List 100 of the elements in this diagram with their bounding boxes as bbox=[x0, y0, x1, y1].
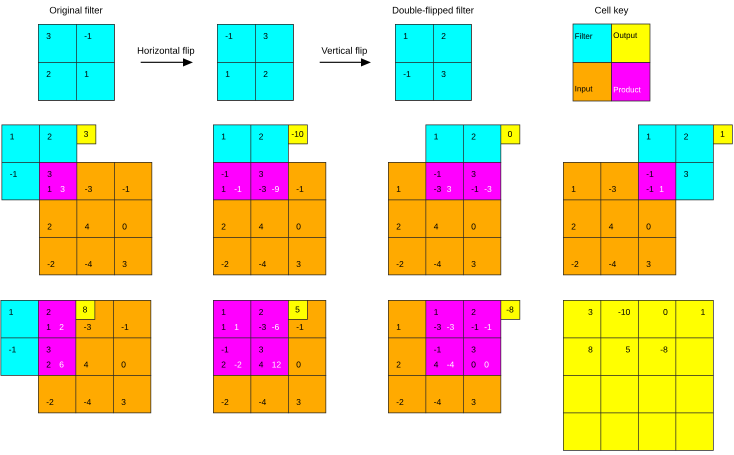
legend-key-cell: Filter bbox=[572, 24, 612, 63]
output-grid-cell: 3 bbox=[563, 300, 602, 338]
output-value-box: -8 bbox=[500, 300, 520, 320]
filter-cell: 2 bbox=[676, 124, 714, 163]
input-cell: 2 bbox=[563, 200, 602, 238]
filter-cell: 2 bbox=[255, 62, 294, 101]
input-cell: -2 bbox=[563, 237, 602, 276]
input-cell: 3 bbox=[113, 375, 152, 414]
product-cell: -1 4 -4 bbox=[426, 338, 464, 376]
product-cell: 3 2 6 bbox=[38, 338, 76, 376]
input-cell: 3 bbox=[638, 237, 676, 276]
input-cell: -2 bbox=[213, 375, 252, 414]
edge-label: Horizontal flip bbox=[138, 46, 194, 56]
filter-cell: -1 bbox=[76, 24, 115, 63]
output-grid-cell bbox=[600, 412, 639, 451]
product-cell: 1 1 1 bbox=[213, 300, 252, 338]
filter-cell: 2 bbox=[433, 24, 472, 63]
filter-cell: 1 bbox=[0, 300, 39, 338]
filter-cell: 1 bbox=[638, 124, 676, 163]
output-value-box: 8 bbox=[76, 300, 96, 320]
output-value-box: -10 bbox=[288, 124, 308, 144]
input-cell: -4 bbox=[426, 237, 464, 276]
product-cell: 2 -3 -6 bbox=[250, 300, 289, 338]
filter-cell: 1 bbox=[217, 62, 256, 101]
legend-key-cell: Input bbox=[572, 62, 612, 102]
output-value-box: 5 bbox=[288, 300, 308, 320]
input-cell: 0 bbox=[463, 200, 502, 238]
filter-cell: 2 bbox=[39, 124, 78, 163]
input-cell: 1 bbox=[563, 162, 602, 200]
input-cell: -1 bbox=[288, 162, 326, 200]
filter-cell: 1 bbox=[426, 124, 464, 163]
filter-cell: -1 bbox=[217, 24, 256, 63]
output-grid-cell: 5 bbox=[600, 338, 639, 376]
input-cell: 1 bbox=[388, 300, 426, 338]
grid-title: Original filter bbox=[50, 6, 102, 16]
input-cell: 2 bbox=[213, 200, 252, 238]
product-cell: 3 0 0 bbox=[463, 338, 502, 376]
input-cell: -2 bbox=[38, 375, 76, 414]
product-cell: 3 -3 -9 bbox=[250, 162, 289, 200]
output-grid-cell bbox=[676, 412, 714, 451]
input-cell: 4 bbox=[600, 200, 639, 238]
filter-cell: 3 bbox=[676, 162, 714, 200]
output-grid-cell bbox=[638, 412, 676, 451]
input-cell: 2 bbox=[388, 338, 426, 376]
output-grid-cell: 1 bbox=[676, 300, 714, 338]
product-cell: 1 -3 -3 bbox=[426, 300, 464, 338]
product-cell: -1 -3 3 bbox=[426, 162, 464, 200]
filter-cell: 2 bbox=[463, 124, 502, 163]
grid-title: Double-flipped filter bbox=[392, 6, 474, 16]
input-cell: -2 bbox=[213, 237, 252, 276]
input-cell: 4 bbox=[76, 338, 114, 376]
input-cell: 3 bbox=[288, 237, 326, 276]
output-grid-cell: -8 bbox=[638, 338, 676, 376]
input-cell: -2 bbox=[388, 237, 426, 276]
input-cell: 0 bbox=[288, 338, 326, 376]
input-cell: -2 bbox=[388, 375, 426, 414]
filter-cell: -1 bbox=[2, 162, 40, 200]
output-grid-cell bbox=[676, 338, 714, 376]
input-cell: -4 bbox=[250, 375, 289, 414]
filter-cell: 3 bbox=[433, 62, 472, 101]
legend-key-cell: Product bbox=[611, 62, 650, 102]
filter-cell: 1 bbox=[213, 124, 252, 163]
input-cell: 0 bbox=[114, 200, 152, 238]
output-grid-cell bbox=[600, 375, 639, 414]
input-cell: -2 bbox=[39, 237, 78, 276]
product-cell: -1 2 -2 bbox=[213, 338, 252, 376]
input-cell: -1 bbox=[113, 300, 152, 338]
input-cell: -4 bbox=[76, 375, 114, 414]
input-cell: 4 bbox=[250, 200, 289, 238]
input-cell: 0 bbox=[288, 200, 326, 238]
input-cell: -4 bbox=[600, 237, 639, 276]
input-cell: 2 bbox=[388, 200, 426, 238]
product-cell: 2 -1 -1 bbox=[463, 300, 502, 338]
product-cell: 3 4 12 bbox=[250, 338, 289, 376]
input-cell: 3 bbox=[114, 237, 152, 276]
input-cell: 0 bbox=[113, 338, 152, 376]
output-value-box: 1 bbox=[713, 124, 733, 144]
product-cell: -1 -1 1 bbox=[638, 162, 676, 200]
input-cell: 4 bbox=[76, 200, 115, 238]
output-grid-cell bbox=[676, 375, 714, 414]
input-cell: -3 bbox=[600, 162, 639, 200]
input-cell: 0 bbox=[638, 200, 676, 238]
output-grid-cell bbox=[563, 412, 602, 451]
output-grid-cell bbox=[563, 375, 602, 414]
product-cell: 2 1 2 bbox=[38, 300, 76, 338]
input-cell: -4 bbox=[426, 375, 464, 414]
filter-cell: 3 bbox=[38, 24, 77, 63]
filter-cell: 3 bbox=[255, 24, 294, 63]
input-cell: 3 bbox=[463, 237, 502, 276]
legend-key-cell: Output bbox=[611, 24, 650, 63]
input-cell: -3 bbox=[76, 162, 115, 200]
input-cell: 2 bbox=[39, 200, 78, 238]
filter-cell: 1 bbox=[76, 62, 115, 101]
product-cell: 3 -1 -3 bbox=[463, 162, 502, 200]
output-value-box: 0 bbox=[500, 124, 520, 144]
output-grid-cell bbox=[638, 375, 676, 414]
output-grid-cell: -10 bbox=[600, 300, 639, 338]
input-cell: -4 bbox=[76, 237, 115, 276]
input-cell: 3 bbox=[288, 375, 326, 414]
product-cell: 3 1 3 bbox=[39, 162, 78, 200]
